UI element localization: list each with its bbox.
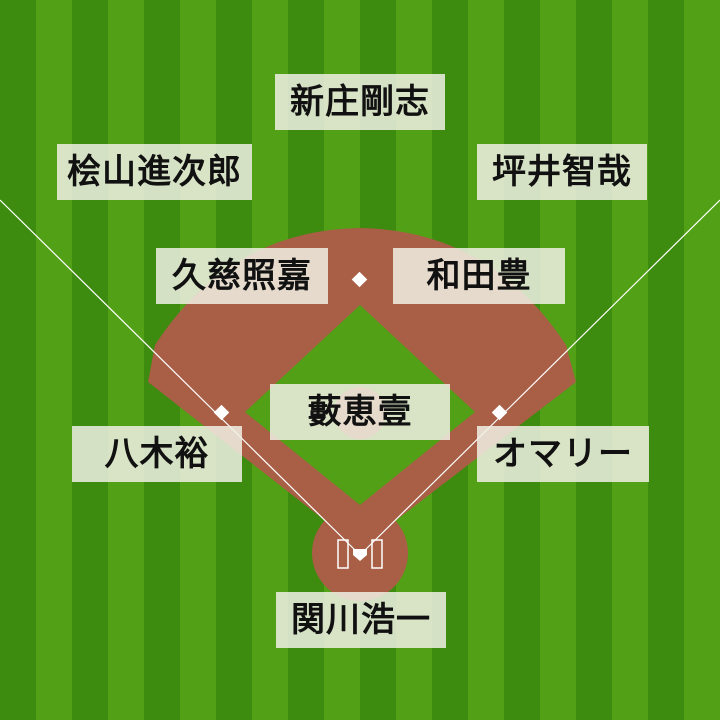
- third-base-foul-line: [0, 199, 361, 556]
- player-shortstop: 久慈照嘉: [156, 248, 328, 304]
- grass-stripe: [72, 0, 108, 720]
- grass-stripe: [0, 0, 36, 720]
- first-base-foul-line: [359, 199, 720, 556]
- player-first-base: オマリー: [477, 426, 649, 482]
- grass-stripe: [612, 0, 648, 720]
- player-catcher: 関川浩一: [276, 592, 446, 648]
- batters-box-right: [371, 539, 383, 569]
- grass-stripe: [36, 0, 72, 720]
- grass-stripe: [108, 0, 144, 720]
- player-center-field: 新庄剛志: [275, 74, 445, 130]
- player-pitcher: 藪恵壹: [270, 384, 450, 440]
- grass-stripe: [576, 0, 612, 720]
- player-right-field: 坪井智哉: [477, 144, 647, 200]
- grass-stripe: [648, 0, 684, 720]
- batters-box-left: [337, 539, 349, 569]
- grass-stripe: [684, 0, 720, 720]
- third-base: [213, 404, 230, 421]
- home-plate: [353, 549, 367, 561]
- player-left-field: 桧山進次郎: [57, 144, 252, 200]
- player-second-base: 和田豊: [393, 248, 565, 304]
- player-third-base: 八木裕: [72, 426, 242, 482]
